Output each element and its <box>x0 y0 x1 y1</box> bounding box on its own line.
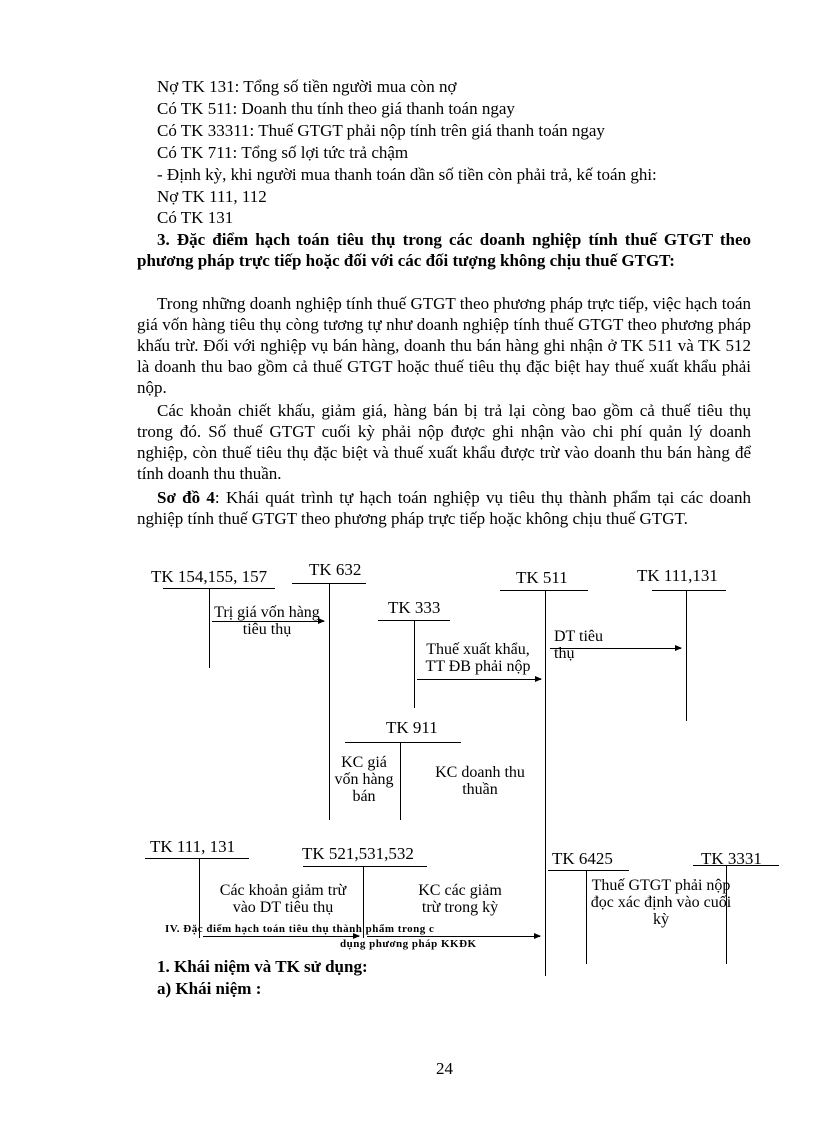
t-account-stem-tk521 <box>363 866 364 938</box>
account-tk511: TK 511 <box>516 568 568 587</box>
t-account-stem-tk632 <box>329 583 330 820</box>
t-account-stem-tk6425 <box>586 870 587 964</box>
account-tk333: TK 333 <box>388 598 441 617</box>
section-iv-heading-line-2: dụng phương pháp KKĐK <box>340 938 477 950</box>
account-tk6425: TK 6425 <box>552 849 613 868</box>
account-tk911: TK 911 <box>386 718 438 737</box>
scheme-text: : Khái quát trình tự hạch toán nghiệp vụ… <box>137 488 751 528</box>
note-kc-giam-tru: KC các giảm trừ trong kỳ <box>418 882 502 916</box>
paragraph-1: Trong những doanh nghiệp tính thuế GTGT … <box>137 293 751 398</box>
account-tk111-131-bottom: TK 111, 131 <box>150 837 236 856</box>
note-dt-tieu-thu: DT tiêu thụ <box>554 628 604 662</box>
account-tk521: TK 521,531,532 <box>302 844 414 863</box>
t-account-bar-tk111-131-bottom <box>145 858 249 859</box>
entry-line-6: Nợ TK 111, 112 <box>157 187 267 206</box>
page-number: 24 <box>436 1059 453 1078</box>
note-thue-gtgt: Thuế GTGT phải nộp đọc xác định vào cuối… <box>590 877 732 928</box>
arrow-tk111-to-tk521 <box>203 933 360 939</box>
account-tk111-131-top: TK 111,131 <box>637 566 718 585</box>
arrow-tk333-to-tk511 <box>417 676 542 682</box>
t-account-bar-tk6425 <box>548 870 629 871</box>
scheme-caption: Sơ đồ 4: Khái quát trình tự hạch toán ng… <box>137 487 751 529</box>
t-account-stem-tk3331 <box>726 865 727 964</box>
paragraph-2-text: Các khoản chiết khấu, giảm giá, hàng bán… <box>137 401 751 483</box>
entry-line-5: - Định kỳ, khi người mua thanh toán dần … <box>157 165 657 184</box>
entry-line-2: Có TK 511: Doanh thu tính theo giá thanh… <box>157 99 515 118</box>
section-3-heading: 3. Đặc điểm hạch toán tiêu thụ trong các… <box>137 229 751 271</box>
entry-line-7: Có TK 131 <box>157 208 234 227</box>
t-account-bar-tk911 <box>345 742 461 743</box>
note-thue-xuat-khau: Thuế xuất khẩu, TT ĐB phải nộp <box>425 641 531 675</box>
t-account-stem-tk154 <box>209 588 210 668</box>
account-tk3331: TK 3331 <box>701 849 762 868</box>
subheading-concept-accounts: 1. Khái niệm và TK sử dụng: <box>157 957 368 976</box>
t-account-bar-tk511 <box>500 590 588 591</box>
paragraph-2: Các khoản chiết khấu, giảm giá, hàng bán… <box>137 400 751 484</box>
account-tk632: TK 632 <box>309 560 362 579</box>
arrow-tk521-to-tk511 <box>367 933 541 939</box>
entry-line-4: Có TK 711: Tổng số lợi tức trả chậm <box>157 143 409 162</box>
account-tk154: TK 154,155, 157 <box>151 567 268 586</box>
arrow-tk154-to-tk632 <box>212 618 325 624</box>
paragraph-1-text: Trong những doanh nghiệp tính thuế GTGT … <box>137 294 751 397</box>
t-account-bar-tk521 <box>303 866 427 867</box>
t-account-stem-tk511 <box>545 590 546 976</box>
arrow-tk511-to-tk111 <box>550 645 682 651</box>
section-iv-heading-line-1: IV. Đặc điểm hạch toán tiêu thụ thành ph… <box>165 923 435 935</box>
t-account-bar-tk111-131-top <box>652 590 726 591</box>
t-account-bar-tk3331 <box>693 865 779 866</box>
section-3-heading-text: 3. Đặc điểm hạch toán tiêu thụ trong các… <box>137 230 751 270</box>
entry-line-3: Có TK 33311: Thuế GTGT phải nộp tính trê… <box>157 121 605 140</box>
t-account-stem-tk333 <box>414 620 415 708</box>
subheading-concept: a) Khái niệm : <box>157 979 262 998</box>
t-account-bar-tk154 <box>163 588 275 589</box>
t-account-stem-tk111-131-bottom <box>199 858 200 938</box>
t-account-stem-tk911 <box>400 742 401 820</box>
t-account-stem-tk111-131-top <box>686 590 687 721</box>
note-kc-doanh-thu: KC doanh thu thuần <box>435 764 525 798</box>
note-trigia-von: Trị giá vốn hàng tiêu thụ <box>214 604 320 638</box>
entry-line-1: Nợ TK 131: Tổng số tiền người mua còn nợ <box>157 77 457 96</box>
note-kc-gia-von: KC giá vốn hàng bán <box>334 754 394 805</box>
note-giam-tru: Các khoản giảm trừ vào DT tiêu thụ <box>219 882 347 916</box>
scheme-label: Sơ đồ 4 <box>157 488 215 507</box>
